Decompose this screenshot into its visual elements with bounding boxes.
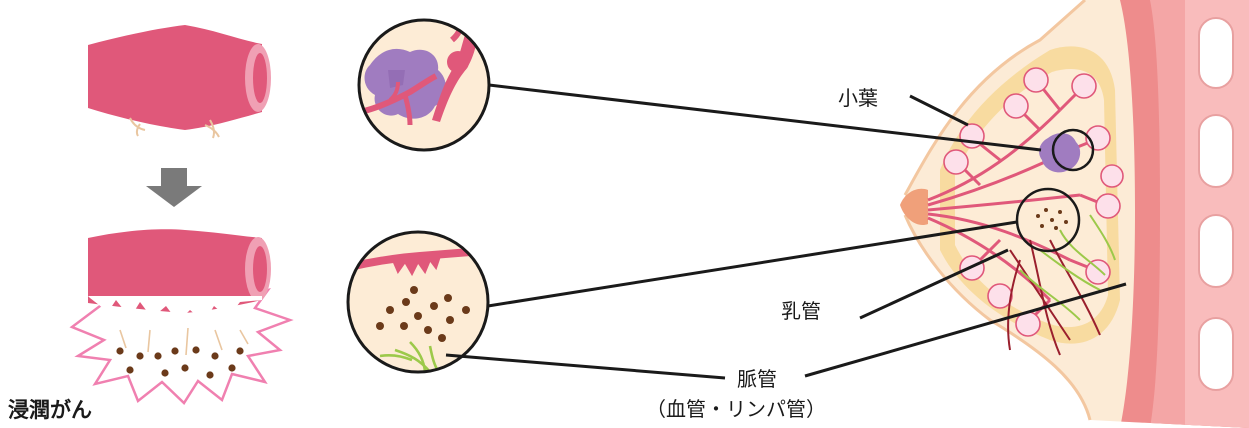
- breast-cross-section: [880, 0, 1249, 428]
- pointer-vessels-left: [446, 355, 725, 378]
- label-vessels: 脈管: [737, 369, 777, 389]
- progression-arrow-icon: [146, 168, 202, 207]
- label-vessels-detail: （血管・リンパ管）: [646, 399, 826, 419]
- label-lobule: 小葉: [838, 88, 878, 108]
- zoom-circle-lobule: [359, 20, 489, 150]
- invasive-duct: [72, 229, 290, 403]
- label-invasive-cancer: 浸潤がん: [8, 400, 92, 421]
- label-milk-duct: 乳管: [781, 301, 821, 321]
- zoom-circle-invasion: [345, 232, 495, 374]
- normal-duct: [88, 25, 271, 138]
